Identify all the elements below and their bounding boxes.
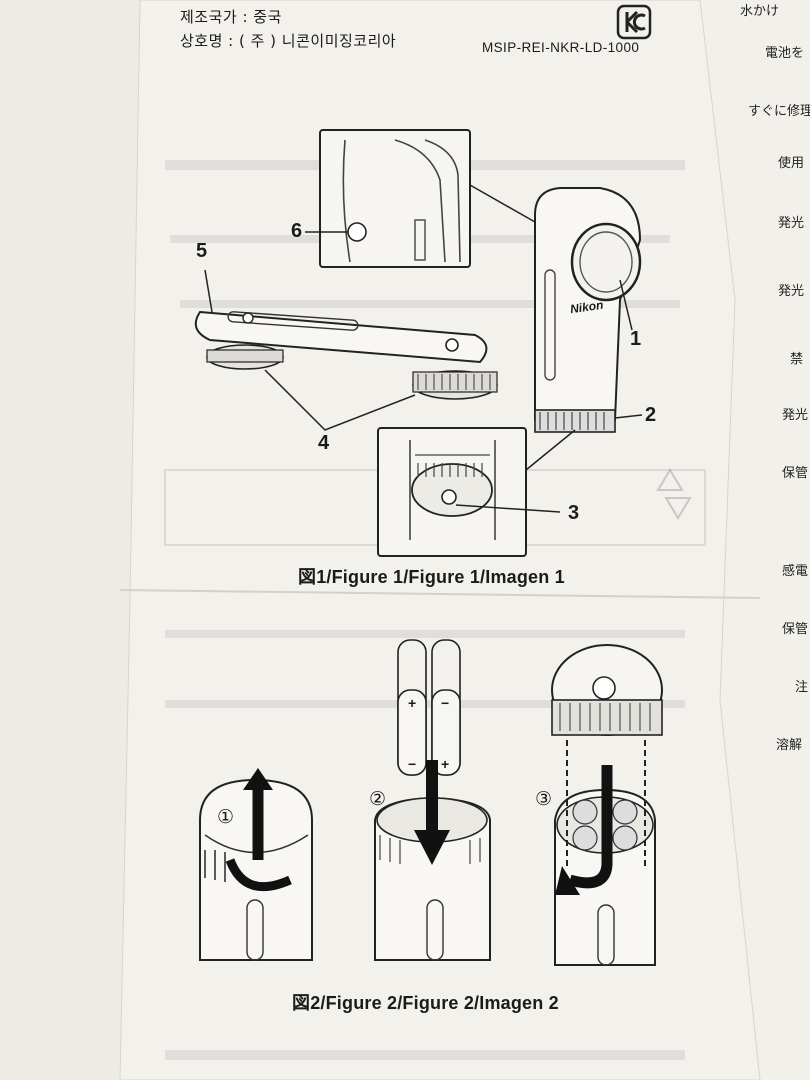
side-text-12: 溶解 — [776, 738, 803, 753]
side-text-4: 発光 — [778, 216, 805, 231]
side-text-1: 電池を — [765, 46, 805, 61]
battery-minus-mark-bottom: − — [408, 756, 417, 772]
side-text-10: 保管 — [782, 622, 809, 637]
callout-2: 2 — [645, 404, 657, 426]
step2-insert-batteries — [374, 639, 491, 961]
battery-minus-mark: − — [441, 695, 450, 711]
side-text-9: 感電 — [782, 564, 809, 579]
step1-battery-cap — [199, 768, 313, 961]
side-text-8: 保管 — [782, 466, 809, 481]
callout-5: 5 — [196, 240, 208, 262]
step-3-marker: ③ — [535, 789, 553, 810]
side-text-6: 禁 — [790, 352, 804, 367]
mounting-bracket — [194, 310, 498, 400]
side-text-11: 注 — [795, 680, 809, 695]
side-text-2: すぐに修理 — [748, 104, 810, 119]
battery-plus-mark-bottom: + — [441, 756, 450, 772]
origin-line: 제조국가 : 중국 — [180, 8, 282, 26]
recycle-mark-icon — [656, 468, 692, 520]
figure2-caption: 図2/Figure 2/Figure 2/Imagen 2 — [292, 993, 559, 1013]
side-text-3: 使用 — [778, 156, 805, 171]
step-1-marker: ① — [217, 807, 235, 828]
battery-plus-mark: + — [408, 695, 417, 711]
kc-mark-icon — [616, 4, 652, 40]
led-lens — [570, 222, 642, 302]
figure1-caption: 図1/Figure 1/Figure 1/Imagen 1 — [298, 567, 565, 587]
callout-1: 1 — [630, 328, 642, 350]
light-sensor-icon — [347, 222, 367, 242]
side-text-7: 発光 — [782, 408, 809, 423]
inset-top-frame — [319, 129, 471, 268]
step3-replace-cap — [551, 644, 663, 966]
side-text-0: 水かけ — [740, 4, 780, 19]
callout-3: 3 — [568, 502, 580, 524]
tripod-socket-icon — [441, 489, 457, 505]
callout-4: 4 — [318, 432, 330, 454]
right-sheet — [700, 0, 810, 1080]
inset-top-body — [342, 139, 461, 263]
company-line: 상호명 : ( 주 ) 니콘이미징코리아 — [180, 32, 397, 50]
step-2-marker: ② — [369, 789, 387, 810]
led-light-unit — [534, 187, 642, 433]
model-code: MSIP-REI-NKR-LD-1000 — [482, 40, 640, 55]
fold-line — [119, 589, 761, 599]
side-text-5: 発光 — [778, 284, 805, 299]
left-sheet — [0, 0, 140, 1080]
callout-6: 6 — [291, 220, 303, 242]
